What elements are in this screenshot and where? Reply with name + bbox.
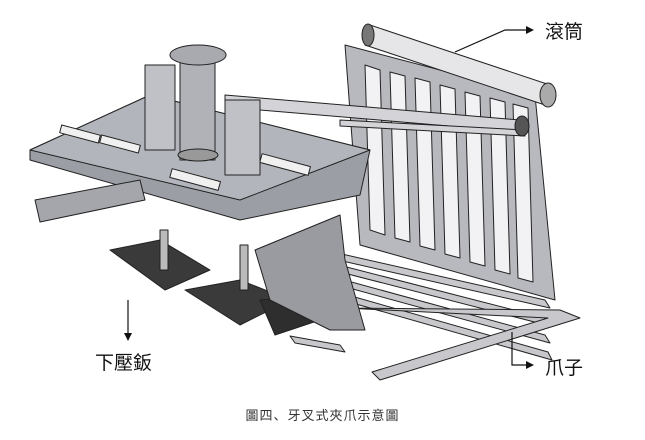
press-plate-arrowhead	[124, 333, 132, 341]
roller-arrowhead	[526, 26, 534, 34]
press-plate-label: 下壓鈑	[95, 352, 153, 374]
press-plates	[109, 214, 366, 336]
claw-arrow	[511, 332, 528, 366]
claw-arrowhead	[526, 361, 534, 369]
rods	[224, 94, 530, 137]
side-arm	[34, 179, 146, 223]
roller-label: 滾筒	[545, 21, 584, 43]
roller	[361, 23, 557, 108]
claw-label: 爪子	[545, 357, 584, 379]
figure-caption: 圖四、牙叉式夾爪示意圖	[245, 409, 400, 424]
fork-tines	[279, 239, 581, 381]
roller-arrow	[454, 29, 528, 53]
cylinders	[144, 44, 261, 176]
